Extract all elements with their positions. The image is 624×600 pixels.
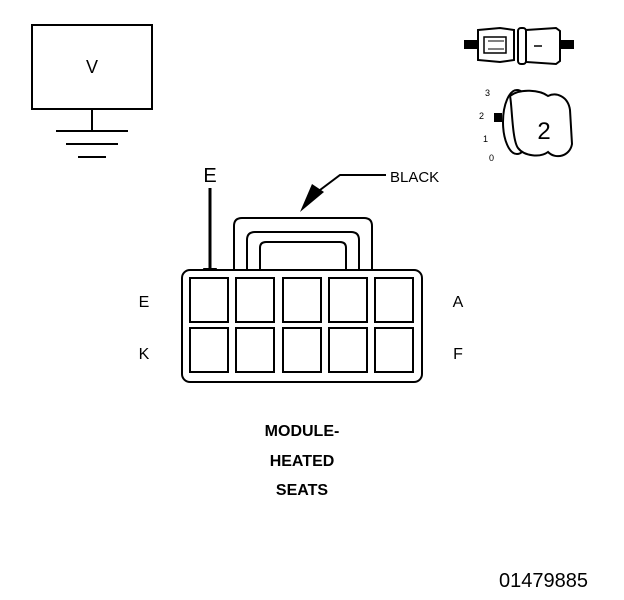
voltmeter-box	[31, 24, 153, 110]
row-label-bottom-right: F	[453, 346, 463, 363]
cavity	[235, 327, 275, 373]
pin-callout-label: E	[203, 165, 216, 187]
pin-callout: E	[203, 165, 217, 286]
cavity	[189, 277, 229, 323]
ignition-switch-icon: 3 2 1 0 2	[479, 88, 574, 163]
cavity	[374, 327, 414, 373]
voltmeter: V	[31, 24, 153, 158]
row-label-bottom-left: K	[139, 346, 150, 363]
figure-id: 01479885	[499, 570, 588, 592]
connector-housing: E A K F	[139, 217, 464, 383]
cavity	[189, 327, 229, 373]
cavity	[328, 277, 368, 323]
row-label-top-right: A	[453, 294, 464, 311]
ignition-position-0: 0	[489, 153, 494, 163]
connector-cavities	[189, 277, 414, 373]
cavity	[282, 327, 322, 373]
caption-line-1: MODULE-	[265, 423, 340, 440]
disconnected-connector-icon	[464, 26, 574, 66]
cavity	[374, 277, 414, 323]
voltmeter-symbol: V	[86, 57, 98, 77]
caption-line-2: HEATED	[270, 453, 335, 470]
component-caption: MODULE- HEATED SEATS	[265, 423, 340, 499]
ignition-position-3: 3	[485, 88, 490, 98]
cavity	[282, 277, 322, 323]
row-label-top-left: E	[139, 294, 150, 311]
ignition-position-2: 2	[479, 111, 484, 121]
arrow-icon	[300, 184, 324, 212]
wire-color-label: BLACK	[390, 169, 439, 186]
wire-color-callout: BLACK	[300, 169, 439, 212]
ground-icon	[56, 130, 128, 158]
cavity	[235, 277, 275, 323]
ignition-selected-position: 2	[537, 118, 550, 145]
cavity	[328, 327, 368, 373]
caption-line-3: SEATS	[276, 482, 328, 499]
ignition-position-1: 1	[483, 134, 488, 144]
